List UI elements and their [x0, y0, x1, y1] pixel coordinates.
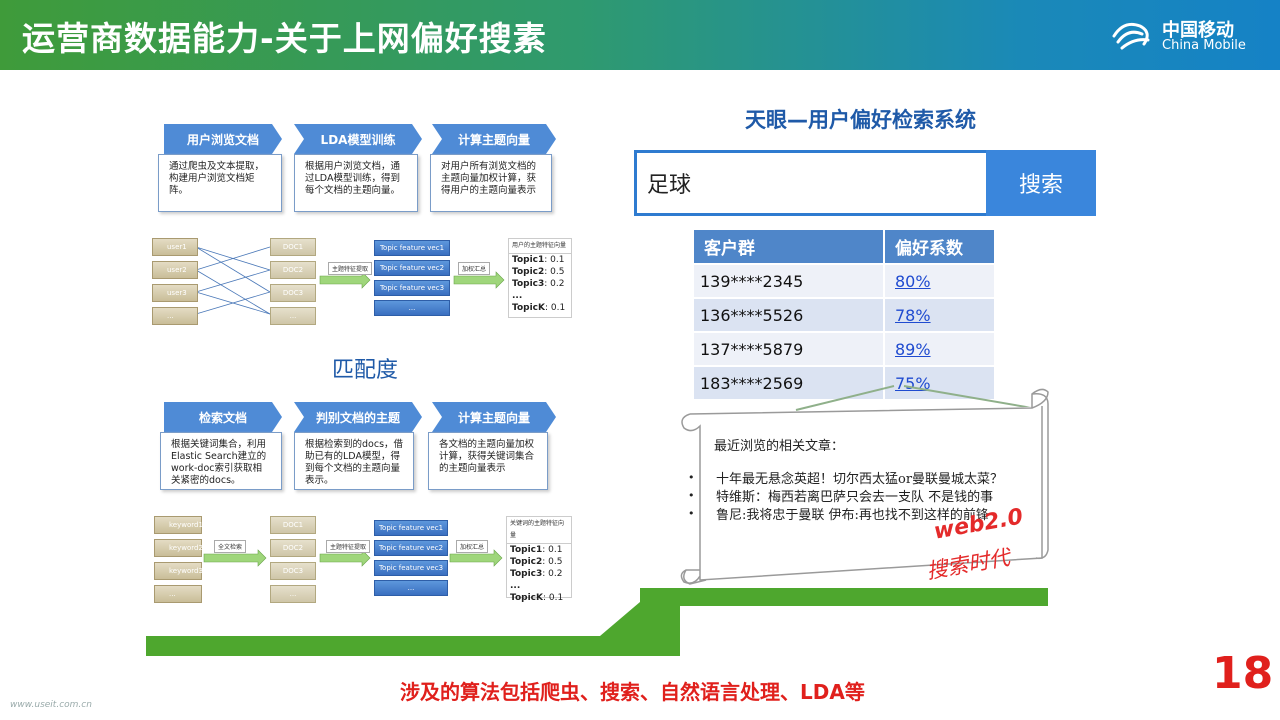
search-system-title: 天眼—用户偏好检索系统	[745, 108, 976, 132]
topic-row: Topic2: 0.5	[510, 557, 563, 567]
arrow-label-fulltext: 全文检索	[214, 540, 247, 553]
algorithms-note: 涉及的算法包括爬虫、搜索、自然语言处理、LDA等	[400, 680, 865, 704]
recent-articles-title: 最近浏览的相关文章：	[714, 439, 845, 454]
user-input-2: user2	[152, 261, 198, 279]
doc-3: DOC3	[270, 562, 316, 580]
topic-row: Topic1: 0.1	[512, 255, 565, 265]
flow-top-step-2: LDA模型训练	[294, 124, 422, 154]
article-link-3[interactable]: 鲁尼:我将忠于曼联 伊布:再也找不到这样的前锋	[716, 508, 989, 523]
arrow-label-weighted: 加权汇总	[456, 540, 489, 553]
bottom-diagram: keyword1 keyword2 keyword3 ... 全文检索 DOC1…	[150, 510, 576, 610]
topic-row: Topic1: 0.1	[510, 545, 563, 555]
watermark: www.useit.com.cn	[10, 700, 92, 710]
flow-bottom-desc-3: 各文档的主题向量加权计算，获得关键词集合的主题向量表示	[428, 432, 548, 490]
flow-bottom-step-1: 检索文档	[164, 402, 282, 432]
preference-score-link[interactable]: 75%	[885, 365, 996, 399]
flow-bottom-desc-2: 根据检索到的docs，借助已有的LDA模型，得到每个文档的主题向量表示。	[294, 432, 414, 490]
doc-4: ...	[270, 307, 316, 325]
topic-list-keyword: 关键词的主题特征向量 Topic1: 0.1 Topic2: 0.5 Topic…	[506, 516, 572, 603]
user-input-1: user1	[152, 238, 198, 256]
column-header-group: 客户群	[694, 230, 885, 263]
customer-group: 136****5526	[694, 297, 885, 331]
preference-score-link[interactable]: 80%	[885, 263, 996, 297]
topic-row: Topic3: 0.2	[510, 569, 563, 579]
logo-text-cn: 中国移动	[1162, 20, 1234, 41]
header-bar	[0, 0, 1280, 70]
user-input-4: ...	[152, 307, 198, 325]
doc-3: DOC3	[270, 284, 316, 302]
arrow-label-weighted: 加权汇总	[458, 262, 491, 275]
search-input[interactable]: 足球	[634, 150, 986, 216]
user-input-3: user3	[152, 284, 198, 302]
doc-2: DOC2	[270, 539, 316, 557]
topic-vec-4: ...	[374, 580, 448, 596]
column-header-score: 偏好系数	[885, 230, 996, 263]
connection-lines	[195, 246, 505, 315]
flow-bottom-step-3: 计算主题向量	[432, 402, 556, 432]
keyword-input-1: keyword1	[154, 516, 203, 534]
match-degree-label: 匹配度	[332, 358, 399, 383]
preference-score-link[interactable]: 89%	[885, 331, 996, 365]
scroll-callout	[680, 385, 1049, 585]
article-link-2[interactable]: 特维斯：梅西若离巴萨只会去一支队 不是钱的事	[716, 490, 994, 505]
topic-vec-4: ...	[374, 300, 450, 316]
topic-list-user: 用户的主题特征向量 Topic1: 0.1 Topic2: 0.5 Topic3…	[508, 238, 572, 318]
topic-row: Topic3: 0.2	[512, 279, 565, 289]
bullet-1: •	[688, 471, 695, 484]
topic-row: ...	[510, 581, 521, 591]
topic-vec-3: Topic feature vec3	[374, 280, 450, 296]
search-button[interactable]: 搜索	[986, 150, 1096, 216]
topic-list-header: 用户的主题特征向量	[509, 239, 571, 254]
slide-title: 运营商数据能力-关于上网偏好搜素	[22, 19, 547, 58]
page-number: 18	[1212, 648, 1274, 699]
topic-list-header: 关键词的主题特征向量	[507, 517, 571, 544]
flow-bottom-desc-1: 根据关键词集合，利用Elastic Search建立的work-doc索引获取相…	[160, 432, 282, 490]
green-step-decoration	[146, 588, 1048, 656]
result-table: 客户群 偏好系数 139****2345 80% 136****5526 78%…	[694, 230, 996, 399]
preference-score-link[interactable]: 78%	[885, 297, 996, 331]
topic-vec-3: Topic feature vec3	[374, 560, 448, 576]
bullet-2: •	[688, 489, 695, 502]
doc-4: ...	[270, 585, 316, 603]
topic-row: TopicK: 0.1	[510, 593, 564, 603]
topic-vec-2: Topic feature vec2	[374, 540, 448, 556]
topic-row: ...	[512, 291, 523, 301]
table-row: 136****5526 78%	[694, 297, 996, 331]
table-row: 137****5879 89%	[694, 331, 996, 365]
top-diagram: user1 user2 user3 ... DOC1 DOC2 DOC3 ...…	[148, 232, 576, 332]
topic-row: TopicK: 0.1	[512, 303, 566, 313]
flow-top-step-1: 用户浏览文档	[164, 124, 282, 154]
flow-top-desc-3: 对用户所有浏览文档的主题向量加权计算，获得用户的主题向量表示	[430, 154, 552, 212]
flow-top-desc-2: 根据用户浏览文档，通过LDA模型训练，得到每个文档的主题向量。	[294, 154, 418, 212]
topic-row: Topic2: 0.5	[512, 267, 565, 277]
china-mobile-logo-icon	[1112, 22, 1150, 50]
keyword-input-2: keyword2	[154, 539, 203, 557]
arrow-label-feature: 主题特征提取	[328, 262, 373, 275]
table-row: 183****2569 75%	[694, 365, 996, 399]
customer-group: 137****5879	[694, 331, 885, 365]
topic-vec-1: Topic feature vec1	[374, 520, 448, 536]
article-link-1[interactable]: 十年最无悬念英超！切尔西太猛or曼联曼城太菜？	[716, 472, 1004, 487]
bullet-3: •	[688, 507, 695, 520]
doc-1: DOC1	[270, 238, 316, 256]
doc-2: DOC2	[270, 261, 316, 279]
keyword-input-3: keyword3	[154, 562, 203, 580]
arrow-label-feature: 主题特征提取	[326, 540, 371, 553]
topic-vec-2: Topic feature vec2	[374, 260, 450, 276]
flow-top-desc-1: 通过爬虫及文本提取，构建用户浏览文档矩阵。	[158, 154, 282, 212]
customer-group: 183****2569	[694, 365, 885, 399]
bottom-arrows	[203, 549, 503, 567]
table-row: 139****2345 80%	[694, 263, 996, 297]
topic-vec-1: Topic feature vec1	[374, 240, 450, 256]
keyword-input-4: ...	[154, 585, 202, 603]
customer-group: 139****2345	[694, 263, 885, 297]
flow-top-step-3: 计算主题向量	[432, 124, 556, 154]
logo-text-en: China Mobile	[1162, 38, 1246, 53]
flow-bottom-step-2: 判别文档的主题	[294, 402, 422, 432]
table-header-row: 客户群 偏好系数	[694, 230, 996, 263]
doc-1: DOC1	[270, 516, 316, 534]
